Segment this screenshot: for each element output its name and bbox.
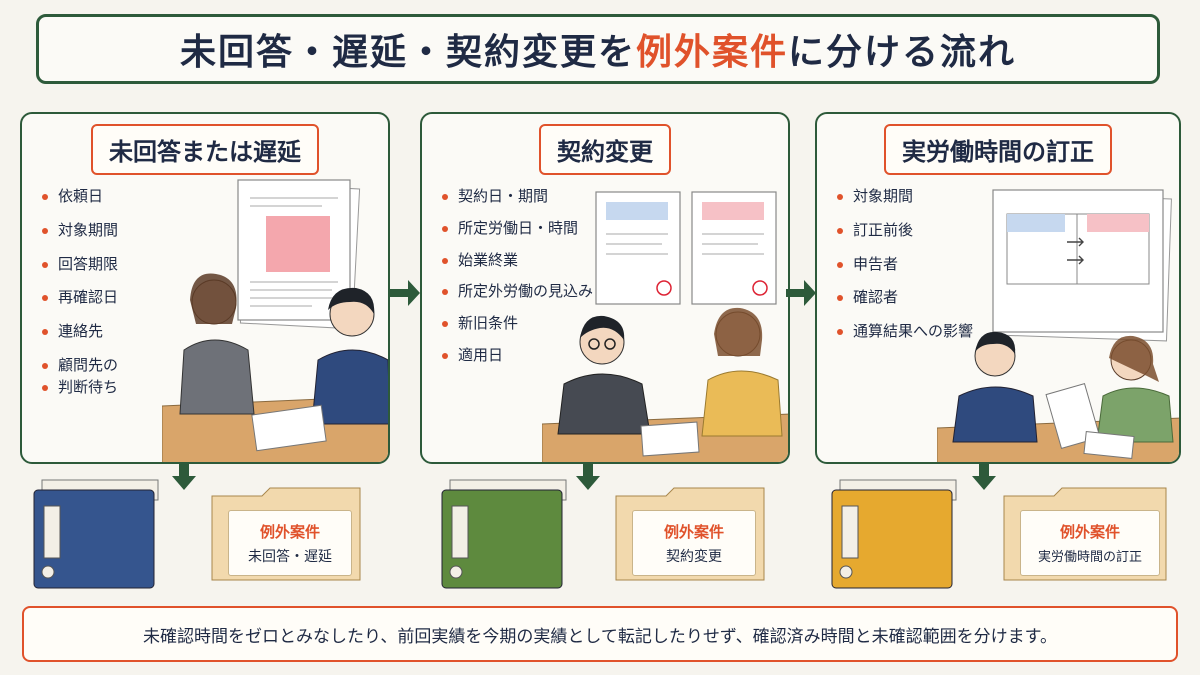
footer-note: 未確認時間をゼロとみなしたり、前回実績を今期の実績として転記したりせず、確認済み… xyxy=(22,606,1178,662)
list-item: 始業終業 xyxy=(440,250,593,272)
list-item: 通算結果への影響 xyxy=(835,321,973,343)
meeting-illustration-1 xyxy=(162,179,388,462)
binder-body xyxy=(831,489,953,589)
list-item: 確認者 xyxy=(835,287,973,309)
seal-stamp-icon xyxy=(752,280,768,296)
folder-card: 例外案件 実労働時間の訂正 xyxy=(1020,510,1160,576)
sticky-note-icon xyxy=(266,216,330,272)
title-part-2: に分ける流れ xyxy=(788,32,1017,73)
binder-icon xyxy=(441,479,567,589)
list-item: 回答期限 xyxy=(40,254,118,276)
title-highlight: 例外案件 xyxy=(635,32,788,73)
folder-exception-label: 例外案件 xyxy=(1059,523,1120,541)
panel-contract-change: 契約変更 契約日・期間 所定労働日・時間 始業終業 所定外労働の見込み 新旧条件… xyxy=(420,112,790,464)
panel-label-correction: 実労働時間の訂正 xyxy=(884,124,1112,175)
panel-actual-hours-correction: 実労働時間の訂正 対象期間 訂正前後 申告者 確認者 通算結果への影響 xyxy=(815,112,1181,464)
list-item: 対象期間 xyxy=(835,186,973,208)
arrow-down-icon xyxy=(576,464,600,490)
page-title: 未回答・遅延・契約変更を例外案件に分ける流れ xyxy=(36,14,1160,84)
list-item: 契約日・期間 xyxy=(440,186,593,208)
list-item: 再確認日 xyxy=(40,287,118,309)
bullet-list-contract: 契約日・期間 所定労働日・時間 始業終業 所定外労働の見込み 新旧条件 適用日 xyxy=(440,186,593,377)
title-part-1: 未回答・遅延・契約変更を xyxy=(179,32,636,73)
folder-name: 実労働時間の訂正 xyxy=(1037,550,1142,565)
list-item-continuation-text: 判断待ち xyxy=(58,377,119,396)
arrow-down-icon xyxy=(172,464,196,490)
folder-card: 例外案件 未回答・遅延 xyxy=(228,510,352,576)
list-item: 依頼日 xyxy=(40,186,118,208)
exception-folder-contract: 例外案件 契約変更 xyxy=(614,486,770,582)
arrow-right-icon xyxy=(786,280,816,306)
list-item: 連絡先 xyxy=(40,321,118,343)
exception-folder-unanswered: 例外案件 未回答・遅延 xyxy=(210,486,366,582)
list-item: 新旧条件 xyxy=(440,313,593,335)
exception-folder-correction: 例外案件 実労働時間の訂正 xyxy=(1002,486,1172,582)
folder-exception-label: 例外案件 xyxy=(663,522,724,541)
folder-exception-label: 例外案件 xyxy=(259,522,320,541)
list-item: 訂正前後 xyxy=(835,220,973,242)
panel-label-contract: 契約変更 xyxy=(539,124,671,175)
panel-label-unanswered: 未回答または遅延 xyxy=(91,124,319,175)
bullet-list-unanswered: 依頼日 対象期間 回答期限 再確認日 連絡先 顧問先の 判断待ち xyxy=(40,186,118,410)
list-item: 申告者 xyxy=(835,254,973,276)
folder-name: 契約変更 xyxy=(666,548,722,565)
bullet-list-correction: 対象期間 訂正前後 申告者 確認者 通算結果への影響 xyxy=(835,186,973,355)
arrow-down-icon xyxy=(972,464,996,490)
binder-icon xyxy=(831,479,957,589)
list-item: 所定労働日・時間 xyxy=(440,218,593,240)
folder-card: 例外案件 契約変更 xyxy=(632,510,756,576)
panel-unanswered-delay: 未回答または遅延 依頼日 対象期間 回答期限 再確認日 連絡先 顧問先の 判断待… xyxy=(20,112,390,464)
meeting-illustration-3 xyxy=(937,189,1179,462)
binder-icon xyxy=(33,479,159,589)
binder-body xyxy=(33,489,155,589)
arrow-right-icon xyxy=(390,280,420,306)
seal-stamp-icon xyxy=(656,280,672,296)
list-item: 顧問先の xyxy=(40,355,118,377)
list-item-continuation: 判断待ち xyxy=(40,377,118,399)
folder-name: 未回答・遅延 xyxy=(248,548,332,565)
binder-body xyxy=(441,489,563,589)
meeting-illustration-2 xyxy=(542,191,788,462)
list-item: 対象期間 xyxy=(40,220,118,242)
list-item: 所定外労働の見込み xyxy=(440,281,593,303)
list-item: 適用日 xyxy=(440,345,593,367)
